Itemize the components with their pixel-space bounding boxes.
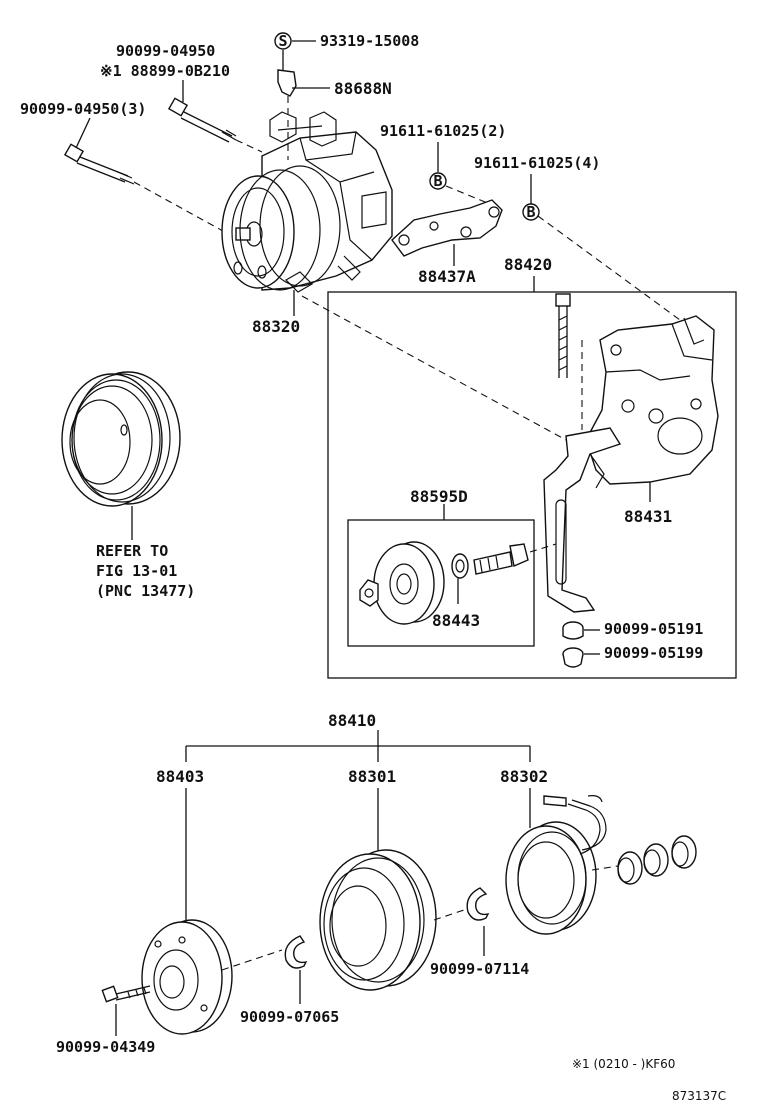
label-88301: 88301	[348, 767, 396, 786]
bolt-lower	[63, 143, 135, 185]
compressor-88320	[221, 111, 393, 293]
bolt-vertical	[555, 293, 571, 378]
b-marker-1-text: B	[433, 172, 442, 190]
b-marker-2-text: B	[526, 203, 535, 221]
label-90099-04950-3: 90099-04950(3)	[20, 100, 146, 118]
clutch-hub-88403	[141, 919, 233, 1035]
label-88403: 88403	[156, 767, 204, 786]
refer-line-1: REFER TO	[96, 542, 168, 560]
label-88431: 88431	[624, 507, 672, 526]
label-90099-05199: 90099-05199	[604, 644, 703, 662]
nut-05191	[562, 621, 584, 640]
label-88437a: 88437A	[418, 267, 476, 286]
bracket-88437a	[391, 199, 503, 257]
s-symbol	[274, 32, 292, 50]
label-88688n: 88688N	[334, 79, 392, 98]
shim-3	[671, 835, 697, 869]
refer-line-3: (PNC 13477)	[96, 582, 195, 600]
b-marker-2	[522, 203, 540, 221]
label-93319-15008: 93319-15008	[320, 32, 419, 50]
crank-pulley	[61, 371, 181, 507]
bolt-04349	[101, 985, 151, 1003]
washer-88443	[451, 553, 469, 579]
label-88320: 88320	[252, 317, 300, 336]
label-88595d: 88595D	[410, 487, 468, 506]
label-90099-07114: 90099-07114	[430, 960, 529, 978]
pulley-cap	[359, 579, 379, 607]
label-88302: 88302	[500, 767, 548, 786]
label-90099-04950: 90099-04950	[116, 42, 215, 60]
pulley-88301	[319, 849, 437, 991]
label-90099-05191: 90099-05191	[604, 620, 703, 638]
footnote: ※1 (0210 - )KF60	[572, 1057, 675, 1071]
label-88899-0b210: ※1 88899-0B210	[100, 62, 230, 80]
label-90099-04349: 90099-04349	[56, 1038, 155, 1056]
bolt-upper	[167, 97, 237, 143]
label-88410: 88410	[328, 711, 376, 730]
label-90099-07065: 90099-07065	[240, 1008, 339, 1026]
nut-05199	[562, 647, 584, 668]
field-coil-88302	[505, 795, 607, 935]
label-91611-61025-2: 91611-61025(2)	[380, 122, 506, 140]
label-88420: 88420	[504, 255, 552, 274]
figure-code: 873137C	[672, 1089, 726, 1103]
label-88443: 88443	[432, 611, 480, 630]
clip-88688n	[277, 69, 297, 97]
pulley-bolt	[473, 543, 529, 575]
snap-ring-07114	[466, 887, 490, 921]
shim-1	[617, 851, 643, 885]
shim-2	[643, 843, 669, 877]
snap-ring-07065	[284, 935, 308, 969]
s-symbol-text: S	[278, 32, 287, 50]
label-91611-61025-4: 91611-61025(4)	[474, 154, 600, 172]
b-marker-1	[429, 172, 447, 190]
box-88420	[327, 291, 737, 679]
idler-arm	[543, 427, 622, 613]
refer-line-2: FIG 13-01	[96, 562, 177, 580]
bracket-88431	[585, 315, 719, 485]
box-88595d	[347, 519, 535, 647]
